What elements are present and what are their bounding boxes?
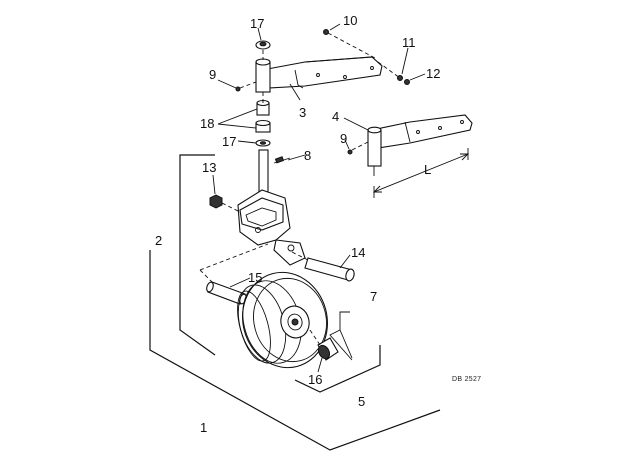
dimension-L-label: L: [424, 162, 431, 177]
washer-part-12: [404, 79, 410, 85]
callout-labels: 1 2 3 4 5 7 8 9 9 10 11 12 13 14 15 16 1…: [155, 13, 481, 435]
wheel: [237, 271, 328, 369]
assembly-bracket-5: [294, 345, 381, 393]
callout-14: 14: [351, 245, 365, 260]
nut-part-17-top: [255, 40, 271, 50]
callout-8: 8: [304, 148, 311, 163]
callout-9-alt: 9: [340, 131, 347, 146]
pin-part-10: [323, 29, 329, 35]
callout-4: 4: [332, 109, 339, 124]
assembly-bracket-1: [149, 250, 441, 451]
callout-11: 11: [402, 35, 416, 50]
callout-17-top: 17: [250, 16, 264, 31]
callout-15: 15: [248, 270, 262, 285]
callout-17-lower: 17: [222, 134, 236, 149]
arm-part-3: [255, 56, 383, 93]
bolt-part-9: [235, 86, 241, 92]
callout-3: 3: [299, 105, 306, 120]
bolt-part-9-alt: [347, 149, 353, 155]
drawing-code: DB 2527: [452, 376, 481, 383]
spacer-part-18: [255, 99, 271, 133]
assembly-bracket-2: [179, 154, 216, 356]
callout-7: 7: [370, 289, 377, 304]
callout-10: 10: [343, 13, 357, 28]
bearing-part-16: [317, 337, 339, 361]
leader-lines: [212, 23, 426, 373]
clip-part-11: [397, 75, 403, 81]
arm-part-4: [367, 114, 473, 176]
callout-13: 13: [202, 160, 216, 175]
callout-16: 16: [308, 372, 322, 387]
callout-2: 2: [155, 233, 162, 248]
callout-12: 12: [426, 66, 440, 81]
callout-5: 5: [358, 394, 365, 409]
callout-9: 9: [209, 67, 216, 82]
caster-fork: [237, 149, 306, 266]
washer-part-17-lower: [255, 139, 271, 147]
nut-part-13: [209, 194, 223, 209]
dimension-L: [372, 148, 470, 198]
bolt-part-14: [304, 257, 355, 282]
callout-1: 1: [200, 420, 207, 435]
callout-18: 18: [200, 116, 214, 131]
fitting-part-8: [273, 156, 291, 164]
